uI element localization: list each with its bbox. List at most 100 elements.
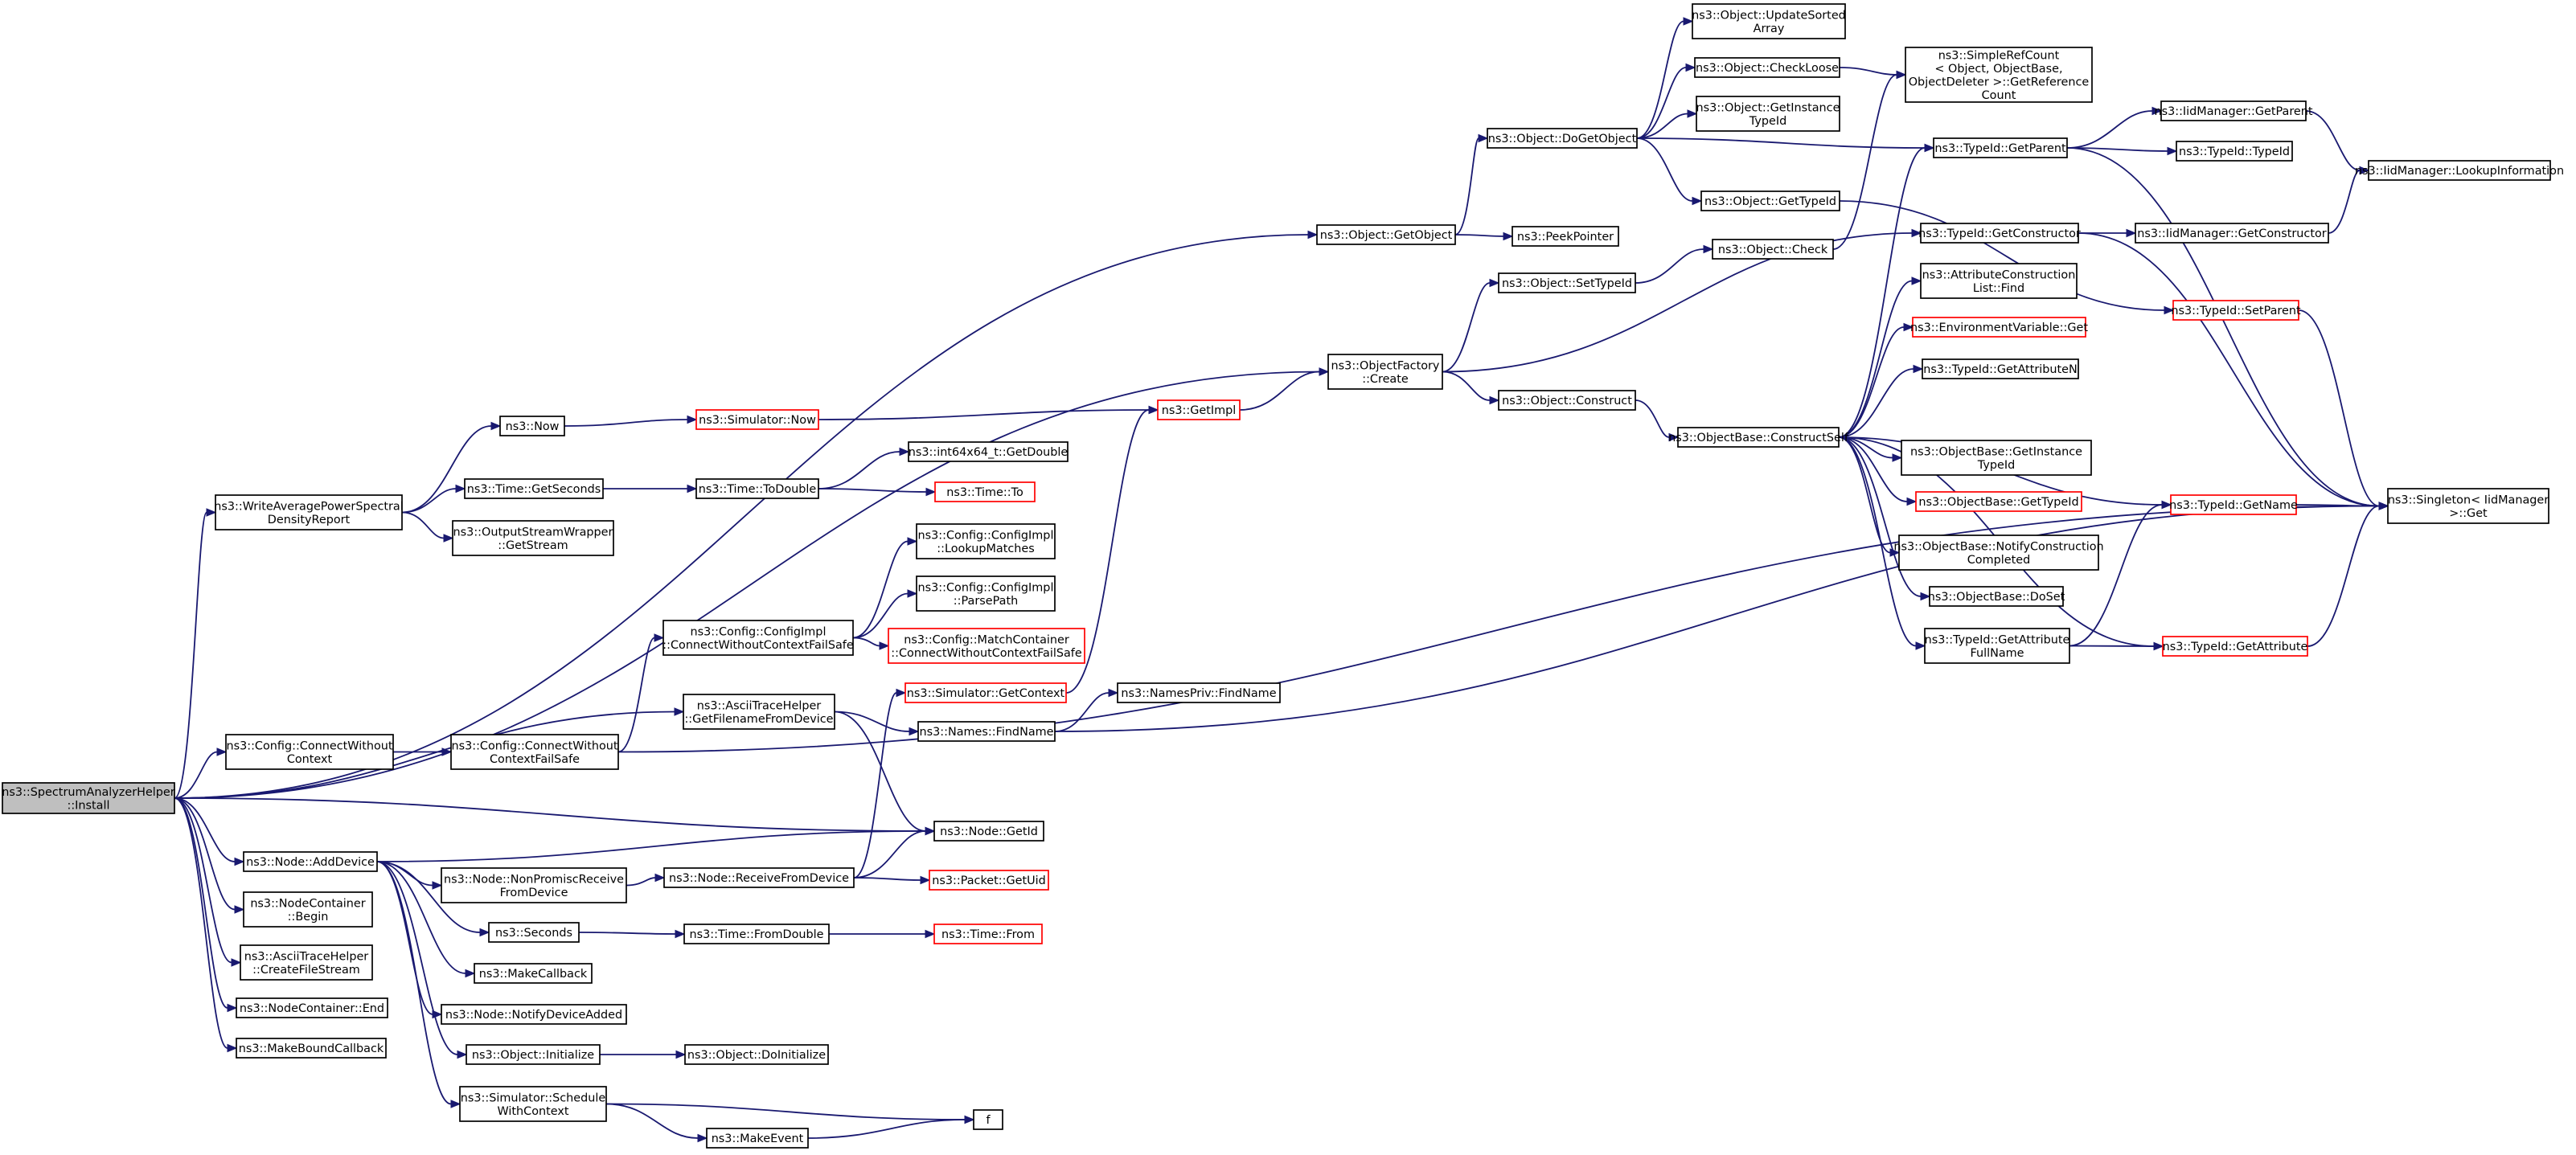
edge-line — [1442, 371, 1491, 401]
node-outputstreamwrapper[interactable]: ns3::OutputStreamWrapper::GetStream — [452, 520, 614, 556]
node-root[interactable]: ns3::SpectrumAnalyzerHelper::Install — [2, 782, 175, 814]
node-seconds[interactable]: ns3::Seconds — [488, 922, 580, 943]
node-asciitrace-getfilename[interactable]: ns3::AsciiTraceHelper::GetFilenameFromDe… — [683, 694, 835, 730]
node-time-getseconds[interactable]: ns3::Time::GetSeconds — [464, 478, 604, 499]
edge-arrowhead — [1503, 231, 1514, 241]
node-makeboundcallback[interactable]: ns3::MakeBoundCallback — [236, 1038, 387, 1059]
node-node-receivefromdevice[interactable]: ns3::Node::ReceiveFromDevice — [663, 867, 855, 888]
node-object-initialize[interactable]: ns3::Object::Initialize — [466, 1044, 601, 1065]
node-getobject[interactable]: ns3::Object::GetObject — [1316, 224, 1456, 245]
node-label: ::LookupMatches — [937, 543, 1034, 555]
node-gettypeid-obj[interactable]: ns3::Object::GetTypeId — [1700, 190, 1840, 211]
edge-arrowhead — [1906, 497, 1918, 506]
node-int64x64-getdouble[interactable]: ns3::int64x64_t::GetDouble — [908, 441, 1069, 462]
edge-line — [174, 797, 236, 862]
call-edge — [2066, 146, 2178, 156]
node-getimpl[interactable]: ns3::GetImpl — [1157, 399, 1241, 420]
node-peekpointer[interactable]: ns3::PeekPointer — [1512, 226, 1619, 247]
node-iid-getparent[interactable]: ns3::IidManager::GetParent — [2154, 100, 2313, 121]
node-dogetobject[interactable]: ns3::Object::DoGetObject — [1487, 128, 1638, 149]
node-notifyconstruction[interactable]: ns3::ObjectBase::NotifyConstructionCompl… — [1893, 534, 2104, 571]
node-makeevent[interactable]: ns3::MakeEvent — [706, 1128, 809, 1149]
node-matchcontainer-connect[interactable]: ns3::Config::MatchContainer::ConnectWith… — [888, 628, 1085, 664]
node-time-fromdouble[interactable]: ns3::Time::FromDouble — [683, 924, 830, 944]
node-objbase-doset[interactable]: ns3::ObjectBase::DoSet — [1928, 586, 2065, 607]
node-namespriv-findname[interactable]: ns3::NamesPriv::FindName — [1117, 682, 1281, 703]
node-constructself[interactable]: ns3::ObjectBase::ConstructSelf — [1668, 427, 1849, 448]
node-simulator-getcontext[interactable]: ns3::Simulator::GetContext — [904, 682, 1067, 703]
node-asciitrace-createfilestream[interactable]: ns3::AsciiTraceHelper::CreateFileStream — [240, 944, 373, 981]
node-envvar-get[interactable]: ns3::EnvironmentVariable::Get — [1910, 317, 2088, 338]
node-cfg-connectfailsafe[interactable]: ns3::Config::ConfigImpl::ConnectWithoutC… — [662, 620, 854, 656]
node-object-doinitialize[interactable]: ns3::Object::DoInitialize — [684, 1044, 829, 1065]
node-node-notifydeviceadded[interactable]: ns3::Node::NotifyDeviceAdded — [441, 1004, 627, 1025]
node-ns3now[interactable]: ns3::Now — [499, 416, 565, 436]
call-edge — [852, 589, 918, 639]
node-label: ns3::PeekPointer — [1517, 231, 1614, 244]
edge-line — [605, 1103, 966, 1120]
node-typeid-getparent[interactable]: ns3::TypeId::GetParent — [1933, 137, 2068, 158]
node-packet-getuid[interactable]: ns3::Packet::GetUid — [929, 870, 1049, 891]
edge-arrowhead — [1913, 364, 1924, 374]
node-makecallback[interactable]: ns3::MakeCallback — [474, 963, 593, 984]
node-time-to[interactable]: ns3::Time::To — [934, 481, 1036, 502]
edge-arrowhead — [465, 969, 476, 978]
node-typeid-getattribute[interactable]: ns3::TypeId::GetAttribute — [2162, 636, 2308, 657]
node-simulator-now[interactable]: ns3::Simulator::Now — [695, 409, 819, 430]
node-label: WithContext — [497, 1105, 568, 1118]
node-typeid-getattributen[interactable]: ns3::TypeId::GetAttributeN — [1922, 358, 2079, 379]
node-typeid-getname[interactable]: ns3::TypeId::GetName — [2169, 494, 2298, 515]
node-typeid-typeid[interactable]: ns3::TypeId::TypeId — [2176, 141, 2293, 162]
call-edge — [174, 797, 238, 1053]
node-node-getid[interactable]: ns3::Node::GetId — [933, 821, 1044, 842]
node-cfg-lookupmatches[interactable]: ns3::Config::ConfigImpl::LookupMatches — [916, 523, 1056, 559]
node-objectfactory-create[interactable]: ns3::ObjectFactory::Create — [1327, 354, 1443, 390]
node-singleton-get[interactable]: ns3::Singleton< IidManager>::Get — [2387, 488, 2549, 524]
call-edge — [1838, 436, 1926, 650]
node-box — [2, 782, 175, 814]
node-label: ns3::Config::MatchContainer — [904, 633, 1069, 646]
node-nodecontainer-end[interactable]: ns3::NodeContainer::End — [236, 997, 388, 1018]
edge-line — [174, 797, 232, 964]
node-writeavgpsd[interactable]: ns3::WriteAveragePowerSpectralDensityRep… — [214, 494, 404, 530]
node-typeid-getconstructor[interactable]: ns3::TypeId::GetConstructor — [1918, 223, 2081, 244]
call-edge — [1636, 137, 1935, 153]
node-node-adddevice[interactable]: ns3::Node::AddDevice — [243, 851, 378, 872]
edge-arrowhead — [687, 415, 698, 424]
node-time-from[interactable]: ns3::Time::From — [933, 924, 1043, 944]
call-edge — [401, 511, 454, 543]
node-names-findname[interactable]: ns3::Names::FindName — [917, 721, 1056, 742]
node-object-construct[interactable]: ns3::Object::Construct — [1498, 390, 1636, 411]
node-box — [450, 734, 619, 770]
node-simplerefcount[interactable]: ns3::SimpleRefCount< Object, ObjectBase,… — [1905, 47, 2093, 103]
node-iid-lookupinfo[interactable]: ns3::IidManager::LookupInformation — [2355, 160, 2564, 181]
node-cfg-parsepath[interactable]: ns3::Config::ConfigImpl::ParsePath — [916, 575, 1056, 612]
edge-arrowhead — [457, 1050, 468, 1059]
node-box — [908, 441, 1069, 462]
node-typeid-setparent[interactable]: ns3::TypeId::SetParent — [2171, 300, 2301, 321]
edge-line — [853, 692, 897, 879]
node-box — [459, 1086, 607, 1122]
call-edge — [605, 1103, 708, 1143]
node-time-todouble[interactable]: ns3::Time::ToDouble — [695, 478, 819, 499]
node-objbase-gettypeid[interactable]: ns3::ObjectBase::GetTypeId — [1915, 491, 2082, 512]
node-nodecontainer-begin[interactable]: ns3::NodeContainer::Begin — [243, 891, 373, 928]
node-f[interactable]: f — [973, 1109, 1003, 1130]
node-config-connectfailsafe[interactable]: ns3::Config::ConnectWithoutContextFailSa… — [450, 734, 619, 770]
node-objectcheck[interactable]: ns3::Object::Check — [1712, 239, 1834, 260]
node-settypeid[interactable]: ns3::Object::SetTypeId — [1498, 272, 1636, 293]
node-checkloose[interactable]: ns3::Object::CheckLoose — [1694, 57, 1840, 78]
node-iid-getconstructor[interactable]: ns3::IidManager::GetConstructor — [2135, 223, 2329, 244]
call-edge — [376, 861, 468, 1059]
node-label: ns3::TypeId::GetAttribute — [2163, 641, 2308, 653]
node-config-connectwithoutcontext[interactable]: ns3::Config::ConnectWithoutContext — [225, 734, 394, 770]
call-edge — [602, 484, 698, 494]
edge-line — [2066, 147, 2380, 507]
